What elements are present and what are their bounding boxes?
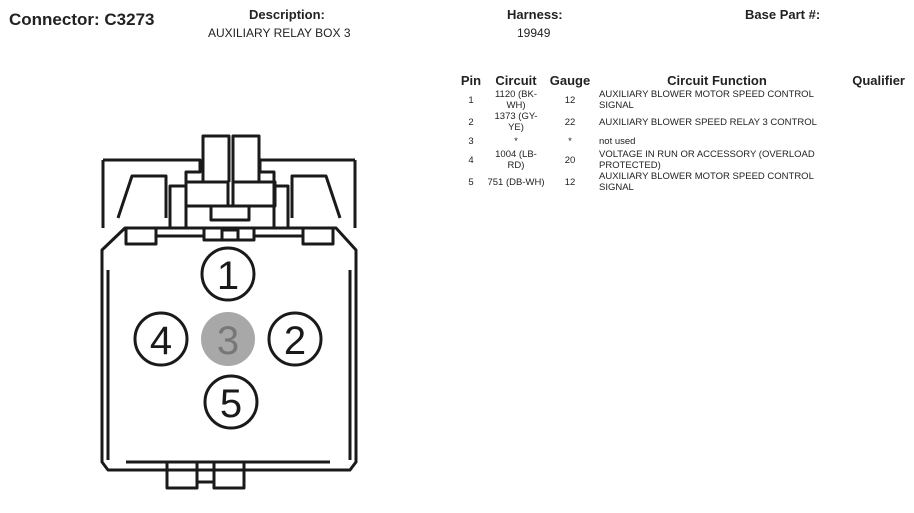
- circuit-cell: 1120 (BK-WH): [494, 89, 538, 111]
- gauge-cell: *: [568, 135, 572, 147]
- column-header-gauge: Gauge: [549, 72, 591, 88]
- pin-cavity-2: 2: [267, 311, 323, 367]
- gauge-cell: 12: [564, 94, 576, 106]
- circuit-cell: 1373 (GY-YE): [494, 111, 538, 133]
- gauge-cell: 22: [564, 116, 576, 128]
- function-cell: AUXILIARY BLOWER SPEED RELAY 3 CONTROL: [599, 116, 817, 128]
- column-header-circuit-function: Circuit Function: [667, 72, 767, 88]
- table-row: 5 751 (DB-WH) 12 AUXILIARY BLOWER MOTOR …: [455, 171, 905, 193]
- description-label: Description:: [249, 7, 325, 22]
- pin-cell: 3: [468, 135, 474, 147]
- pin-label-5: 5: [220, 382, 242, 426]
- pin-cavity-3-unused: 3: [201, 312, 255, 366]
- pin-label-1: 1: [217, 254, 239, 298]
- pin-cell: 1: [468, 94, 474, 106]
- pin-label-4: 4: [150, 319, 172, 363]
- harness-value: 19949: [517, 26, 551, 40]
- connector-housing: [100, 134, 358, 490]
- pin-cell: 5: [468, 176, 474, 188]
- table-row: 4 1004 (LB-RD) 20 VOLTAGE IN RUN OR ACCE…: [455, 149, 905, 171]
- table-row: 2 1373 (GY-YE) 22 AUXILIARY BLOWER SPEED…: [455, 111, 905, 133]
- description-value: AUXILIARY RELAY BOX 3: [208, 26, 351, 40]
- column-header-circuit: Circuit: [495, 72, 537, 88]
- gauge-cell: 12: [564, 176, 576, 188]
- function-cell: VOLTAGE IN RUN OR ACCESSORY (OVERLOAD PR…: [599, 149, 815, 171]
- base-part-label: Base Part #:: [745, 7, 821, 22]
- column-header-pin: Pin: [460, 72, 482, 88]
- harness-label: Harness:: [507, 7, 563, 22]
- table-row: 3 * * not used: [455, 133, 905, 149]
- table-header-row: Pin Circuit Gauge Circuit Function Quali…: [455, 71, 905, 89]
- circuit-cell: 751 (DB-WH): [487, 176, 545, 188]
- circuit-cell: 1004 (LB-RD): [495, 149, 537, 171]
- pin-cavity-4: 4: [133, 311, 189, 367]
- pin-cell: 2: [468, 116, 474, 128]
- pin-table: Pin Circuit Gauge Circuit Function Quali…: [455, 71, 905, 194]
- function-cell: not used: [599, 135, 636, 147]
- column-header-qualifier: Qualifier: [852, 72, 905, 88]
- connector-title: Connector: C3273: [9, 10, 155, 29]
- function-cell: AUXILIARY BLOWER MOTOR SPEED CONTROL SIG…: [599, 89, 814, 111]
- pin-cell: 4: [468, 154, 474, 166]
- gauge-cell: 20: [564, 154, 576, 166]
- pin-cavity-1: 1: [200, 246, 256, 302]
- pin-cavity-5: 5: [203, 374, 259, 430]
- function-cell: AUXILIARY BLOWER MOTOR SPEED CONTROL SIG…: [599, 171, 814, 193]
- table-row: 1 1120 (BK-WH) 12 AUXILIARY BLOWER MOTOR…: [455, 89, 905, 111]
- pin-label-2: 2: [284, 319, 306, 363]
- pin-label-3: 3: [217, 319, 239, 363]
- circuit-cell: *: [514, 135, 518, 147]
